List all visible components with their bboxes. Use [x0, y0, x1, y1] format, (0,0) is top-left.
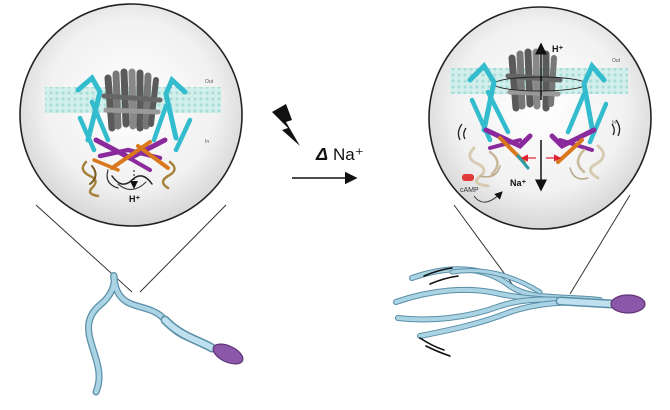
right-sperm-motion-marks [419, 267, 459, 357]
transition-group: Δ Na⁺ [272, 104, 364, 185]
lightning-bolt-icon [272, 104, 300, 146]
left-gray-barrel [101, 68, 163, 132]
right-motion-marks [457, 119, 621, 141]
right-zoom-bubble [428, 6, 652, 230]
left-sperm-head [212, 343, 244, 365]
left-cytosolic-helices [92, 137, 170, 172]
right-membrane-out-label: Out [612, 58, 621, 64]
right-panel: Out In [428, 6, 652, 295]
right-cyan-helices [467, 61, 609, 145]
right-proton-label: H⁺ [552, 44, 563, 54]
right-sodium-label: Na⁺ [510, 178, 527, 188]
left-membrane-in-label: In [205, 139, 209, 145]
left-cyan-helices [75, 74, 193, 153]
right-bottom-domains [468, 144, 605, 188]
stimulus-label: Na⁺ [333, 145, 364, 164]
right-gray-barrel [505, 48, 563, 112]
left-bottom-domains [81, 160, 176, 198]
left-proton-label: H⁺ [129, 194, 140, 204]
left-panel: Out In [19, 3, 243, 293]
right-sperm-cell [393, 266, 646, 357]
right-cytosolic-helices [483, 127, 597, 170]
left-membrane-out-label: Out [205, 79, 214, 85]
right-zoom-line-right [569, 194, 631, 295]
camp-molecule-icon [462, 174, 474, 181]
left-zoom-line-right [139, 204, 227, 293]
camp-binding-arrow [473, 191, 503, 203]
right-membrane-in-label: In [612, 120, 616, 126]
right-camp-label: cAMP [460, 187, 479, 194]
delta-symbol: Δ [315, 144, 328, 164]
left-sperm-tail [85, 272, 216, 396]
right-sperm-head [610, 294, 646, 314]
left-sperm-cell [85, 272, 244, 396]
